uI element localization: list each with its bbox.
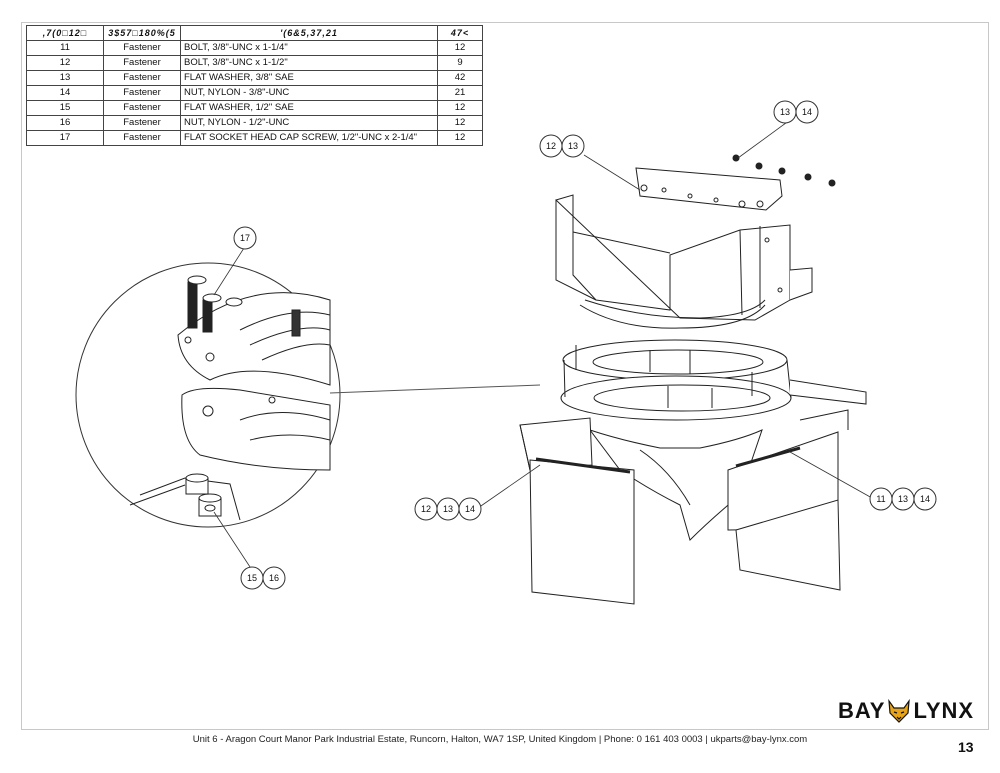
page-frame	[21, 22, 989, 730]
balloon-16: 16	[262, 566, 286, 590]
balloon-13-label: 13	[443, 504, 453, 514]
bom-part: Fastener	[103, 130, 181, 146]
balloon-13-label: 13	[568, 141, 578, 151]
balloon-11: 11	[869, 487, 893, 511]
balloon-12-label: 12	[421, 504, 431, 514]
balloon-13: 13	[891, 487, 915, 511]
bay-lynx-logo: BAY LYNX	[838, 698, 974, 724]
balloon-14: 14	[458, 497, 482, 521]
footer-address: Unit 6 - Aragon Court Manor Park Industr…	[192, 734, 808, 745]
bom-row: 12 Fastener BOLT, 3/8"-UNC x 1-1/2" 9	[26, 55, 483, 71]
balloon-14-label: 14	[802, 107, 812, 117]
balloon-17-label: 17	[240, 233, 250, 243]
balloon-14: 14	[913, 487, 937, 511]
balloon-16-label: 16	[269, 573, 279, 583]
detail-view	[75, 262, 541, 528]
balloon-17: 17	[233, 226, 257, 250]
bom-row: 17 Fastener FLAT SOCKET HEAD CAP SCREW, …	[26, 130, 483, 146]
bom-row: 13 Fastener FLAT WASHER, 3/8" SAE 42	[26, 70, 483, 86]
bill-of-materials-table: ,7(0□12□ 3$57□180%(5 '(6&5,37,21 47< 11 …	[26, 25, 483, 146]
balloon-14-label: 14	[465, 504, 475, 514]
balloon-11-label: 11	[876, 494, 885, 504]
item-balloons: 17 15 16 12 13 13 14 12	[233, 100, 937, 590]
lynx-head-icon	[888, 699, 911, 723]
balloon-15: 15	[240, 566, 264, 590]
leader-lines	[213, 119, 873, 571]
bom-row: 15 Fastener FLAT WASHER, 1/2" SAE 12	[26, 100, 483, 116]
balloon-13: 13	[436, 497, 460, 521]
balloon-14: 14	[795, 100, 819, 124]
bom-row: 14 Fastener NUT, NYLON - 3/8"-UNC 21	[26, 85, 483, 101]
balloon-13-label: 13	[898, 494, 908, 504]
logo-text-lynx: LYNX	[913, 698, 975, 723]
bom-qty: 12	[437, 130, 483, 146]
page-number: 13	[958, 739, 974, 755]
balloon-12-label: 12	[546, 141, 556, 151]
bom-row: 11 Fastener BOLT, 3/8"-UNC x 1-1/4" 12	[26, 40, 483, 56]
balloon-12: 12	[414, 497, 438, 521]
balloon-13: 13	[773, 100, 797, 124]
assembly-main	[519, 154, 867, 605]
logo-text-bay: BAY	[838, 698, 886, 723]
balloon-12: 12	[539, 134, 563, 158]
bom-qty: 42	[437, 70, 483, 86]
balloon-13: 13	[561, 134, 585, 158]
balloon-14-label: 14	[920, 494, 930, 504]
balloon-13-label: 13	[780, 107, 790, 117]
balloon-15-label: 15	[247, 573, 257, 583]
